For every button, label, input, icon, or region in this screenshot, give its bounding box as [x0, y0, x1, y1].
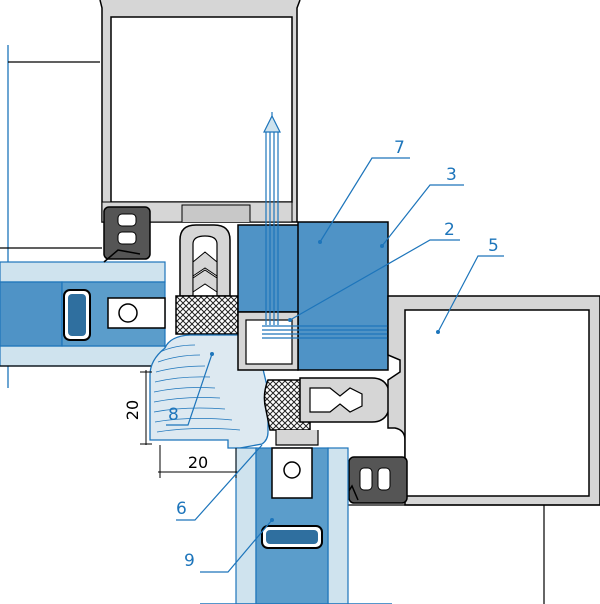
callout-label-5: 5 [488, 236, 499, 256]
callout-label-7: 7 [394, 138, 405, 158]
upper-glazing [0, 247, 166, 367]
lower-glazing [200, 447, 392, 604]
callout-label-8: 8 [168, 405, 179, 425]
blue-blocks [237, 221, 389, 371]
callout-label-9: 9 [184, 551, 195, 571]
top-profile [99, 0, 301, 263]
callout-label-6: 6 [176, 499, 187, 519]
dimension-vertical-label: 20 [123, 400, 142, 420]
dimension-horizontal: 20 [158, 445, 238, 478]
callout-points [210, 240, 440, 522]
right-profile [339, 295, 600, 604]
callout-leaders [166, 157, 504, 573]
lower-connector [263, 377, 391, 446]
callout-label-2: 2 [444, 220, 455, 240]
central-connector [175, 224, 239, 335]
dimension-horizontal-label: 20 [188, 453, 208, 472]
callout-label-3: 3 [446, 165, 457, 185]
dimension-vertical: 20 [123, 370, 152, 445]
drill-axis-vertical [263, 112, 281, 325]
